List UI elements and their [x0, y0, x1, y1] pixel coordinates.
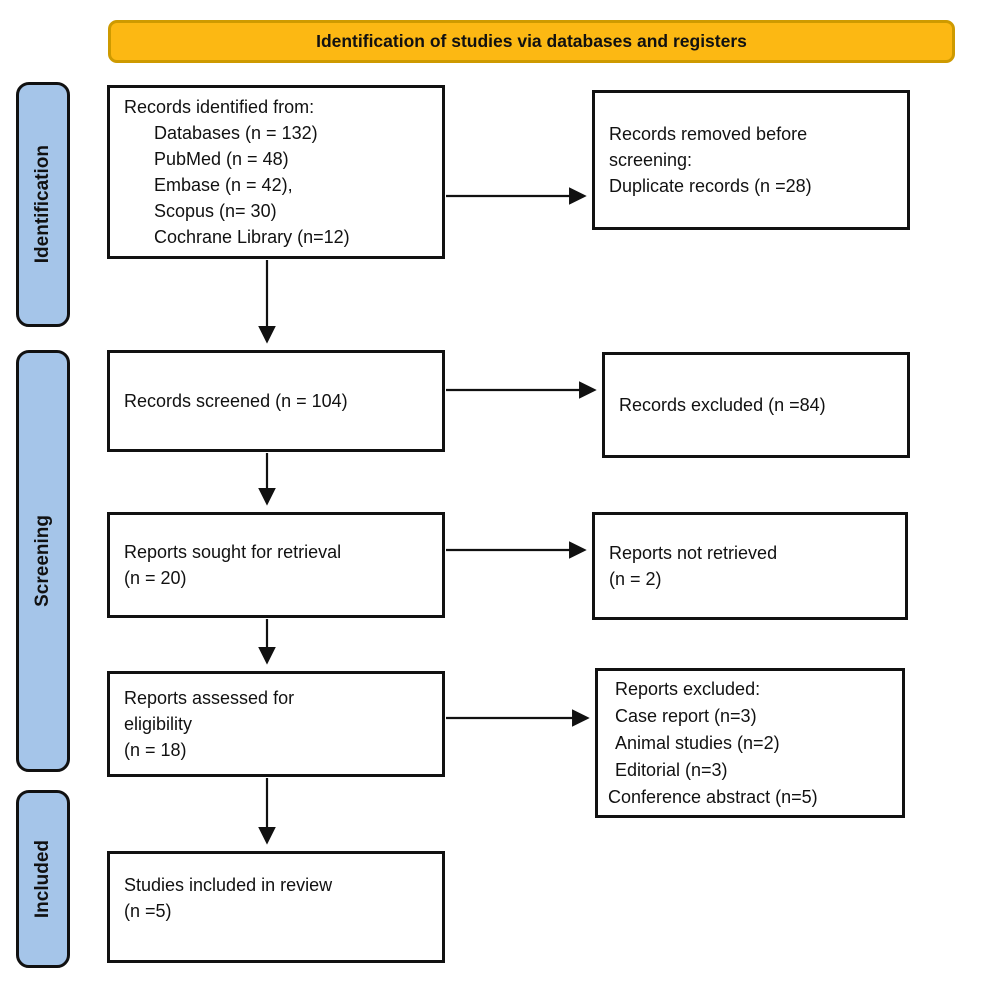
diagram-title-banner: Identification of studies via databases … [108, 20, 955, 63]
stage-included-label: Included [32, 839, 53, 919]
diagram-title: Identification of studies via databases … [316, 31, 747, 51]
box-text-line: Records identified from: [124, 97, 315, 117]
stage-identification: Identification [16, 82, 70, 327]
box-text-line: Embase (n = 42), [154, 175, 293, 195]
box-text-line: Case report (n=3) [615, 705, 757, 726]
box-text-line: Conference abstract (n=5) [608, 786, 818, 807]
box-reports-sought: Reports sought for retrieval (n = 20) [107, 512, 445, 618]
box-text-line: (n = 18) [124, 740, 187, 760]
box-text-line: Editorial (n=3) [615, 759, 728, 780]
stage-screening: Screening [16, 350, 70, 772]
stage-identification-label: Identification [32, 145, 53, 264]
box-text-line: Animal studies (n=2) [615, 732, 780, 753]
box-records-screened: Records screened (n = 104) [107, 350, 445, 452]
stage-screening-label: Screening [32, 515, 53, 607]
box-text-line: Studies included in review [124, 875, 333, 895]
box-text-line: eligibility [124, 714, 193, 734]
box-text-line: Databases (n = 132) [154, 123, 318, 143]
stage-included: Included [16, 790, 70, 968]
box-text-line: Reports assessed for [124, 688, 295, 708]
box-text-line: Reports excluded: [615, 678, 761, 699]
box-records-excluded: Records excluded (n =84) [602, 352, 910, 458]
box-text-line: Scopus (n= 30) [154, 201, 277, 221]
box-text-line: Cochrane Library (n=12) [154, 227, 350, 247]
box-text-line: Duplicate records (n =28) [609, 176, 812, 196]
box-records-removed: Records removed before screening: Duplic… [592, 90, 910, 230]
box-text-line: Records excluded (n =84) [619, 395, 826, 415]
box-text-line: Reports not retrieved [609, 543, 778, 563]
box-records-identified: Records identified from: Databases (n = … [107, 85, 445, 259]
box-studies-included: Studies included in review (n =5) [107, 851, 445, 963]
box-text-line: (n =5) [124, 901, 172, 921]
box-text-line: Records screened (n = 104) [124, 391, 348, 411]
box-text-line: Records removed before [609, 124, 808, 144]
box-reports-excluded: Reports excluded: Case report (n=3) Anim… [595, 668, 905, 818]
box-text-line: PubMed (n = 48) [154, 149, 289, 169]
box-text-line: (n = 2) [609, 569, 662, 589]
box-reports-not-retrieved: Reports not retrieved (n = 2) [592, 512, 908, 620]
box-text-line: (n = 20) [124, 568, 187, 588]
box-text-line: Reports sought for retrieval [124, 542, 342, 562]
box-text-line: screening: [609, 150, 693, 170]
box-reports-assessed: Reports assessed for eligibility (n = 18… [107, 671, 445, 777]
